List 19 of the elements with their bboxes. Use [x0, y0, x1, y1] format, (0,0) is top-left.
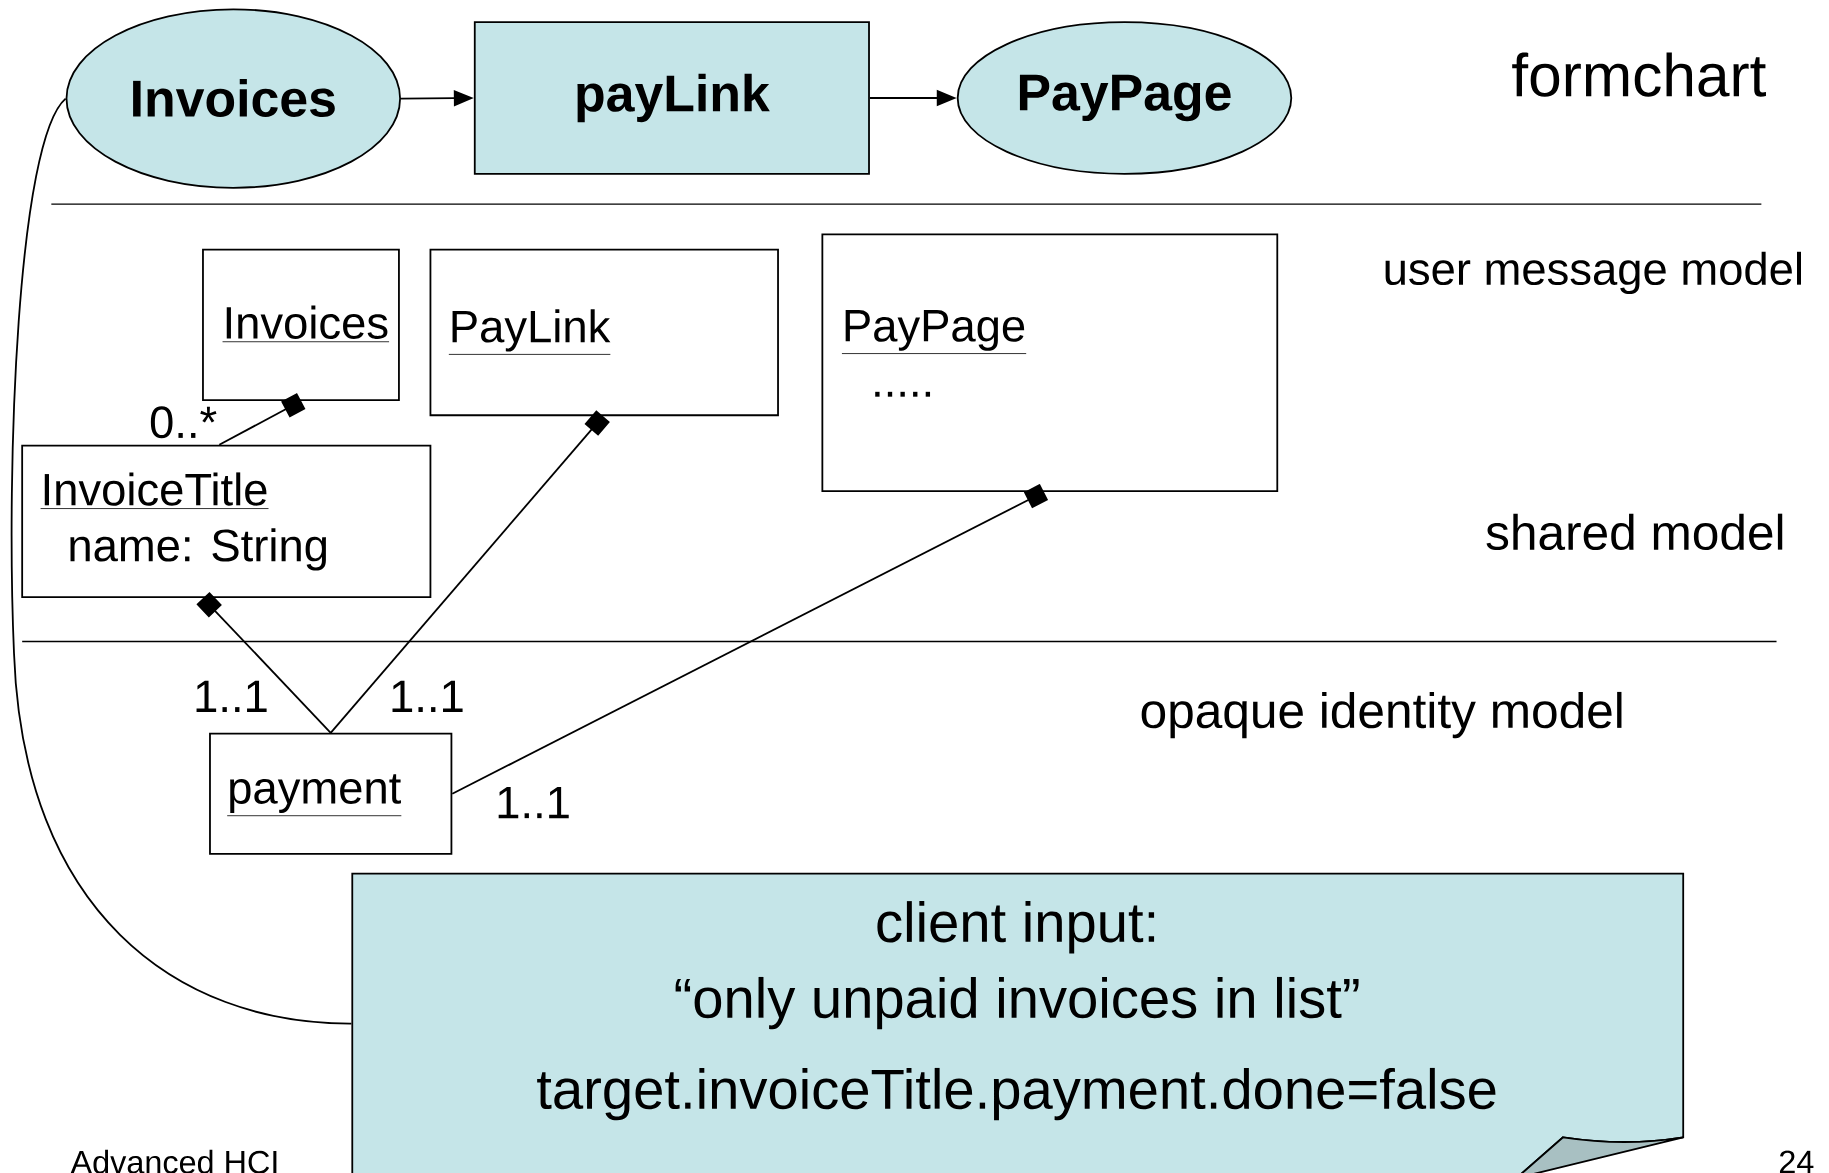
connector-curve [10, 97, 353, 1025]
section-label: opaque identity model [1141, 691, 1622, 738]
section-label: shared model [1486, 513, 1783, 550]
multiplicity-label: 1..1 [493, 784, 573, 820]
section-label: user message model [1385, 251, 1801, 294]
multiplicity-label: 0..* [147, 403, 220, 441]
footer-text: Advanced HCI [70, 1149, 277, 1173]
class-box: PayPage ..... [821, 233, 1279, 492]
class-box: Invoices [202, 248, 400, 401]
class-box: InvoiceTitle name: String [21, 444, 432, 598]
section-label: formchart [1512, 52, 1766, 97]
page-number: 24 [1779, 1150, 1814, 1173]
multiplicity-label: 1..1 [191, 678, 271, 714]
class-box: payment [209, 732, 453, 855]
class-box: PayLink [429, 248, 779, 416]
multiplicity-label: 1..1 [387, 678, 467, 714]
association-line [329, 410, 610, 734]
note-box: client input: “only unpaid invoices in list” target.invoiceTitle.payment.done=false [351, 872, 1685, 1173]
class-box: payLink [473, 21, 870, 175]
